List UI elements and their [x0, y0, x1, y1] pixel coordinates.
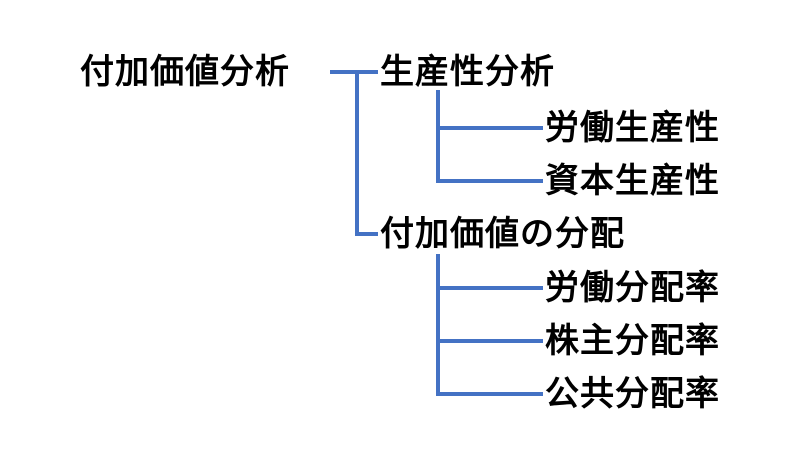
leaf-node-public-share: 公共分配率 [545, 374, 720, 414]
leaf-node-capital-productivity: 資本生産性 [545, 161, 720, 201]
branch-node-productivity: 生産性分析 [380, 52, 555, 92]
branch-node-distribution: 付加価値の分配 [380, 214, 625, 254]
leaf-node-shareholder-share: 株主分配率 [545, 321, 720, 361]
leaf-node-labor-productivity: 労働生産性 [545, 108, 720, 148]
leaf-node-labor-share: 労働分配率 [545, 268, 720, 308]
root-node: 付加価値分析 [80, 52, 290, 92]
